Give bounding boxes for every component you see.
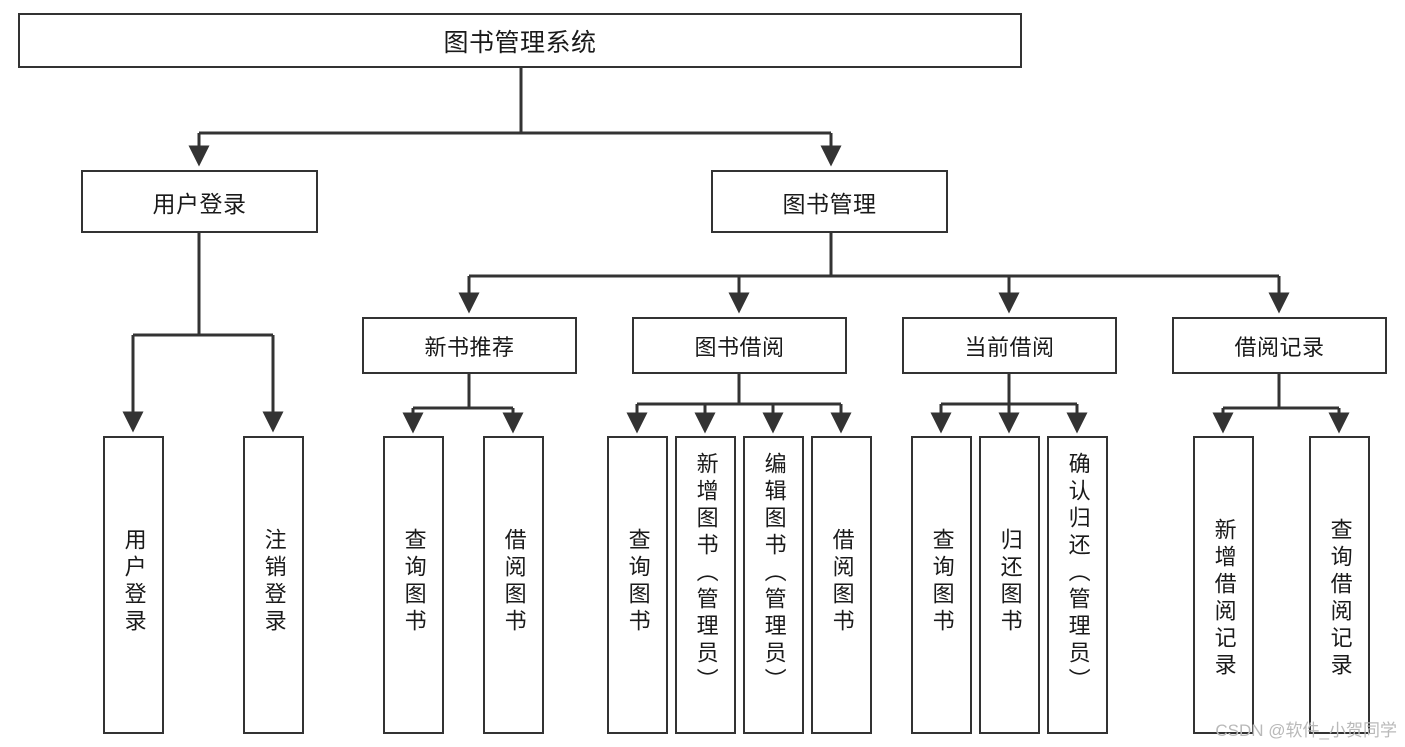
leaf-query-book-current[interactable]: 查询图书 (911, 436, 972, 734)
leaf-user-login[interactable]: 用户登录 (103, 436, 164, 734)
node-label: 借阅记录 (1234, 334, 1325, 360)
node-current-borrow[interactable]: 当前借阅 (902, 317, 1117, 374)
node-book-borrow[interactable]: 图书借阅 (632, 317, 847, 374)
node-label: 新增借阅记录 (1211, 518, 1237, 680)
leaf-logout-login[interactable]: 注销登录 (243, 436, 304, 734)
node-label: 新增图书（管理员） (693, 452, 719, 695)
node-new-book-recommend[interactable]: 新书推荐 (362, 317, 577, 374)
node-label: 图书管理系统 (443, 28, 597, 57)
node-label: 用户登录 (121, 528, 147, 636)
node-label: 归还图书 (997, 528, 1023, 636)
leaf-query-book-borrow[interactable]: 查询图书 (607, 436, 668, 734)
node-label: 当前借阅 (964, 334, 1055, 360)
node-label: 查询图书 (625, 528, 651, 636)
leaf-borrow-book[interactable]: 借阅图书 (811, 436, 872, 734)
node-label: 新书推荐 (424, 334, 515, 360)
node-book-management-system[interactable]: 图书管理系统 (18, 13, 1022, 68)
node-label: 查询图书 (929, 528, 955, 636)
node-label: 图书借阅 (694, 334, 785, 360)
leaf-query-borrow-record[interactable]: 查询借阅记录 (1309, 436, 1370, 734)
leaf-return-book[interactable]: 归还图书 (979, 436, 1040, 734)
node-label: 查询借阅记录 (1327, 518, 1353, 680)
node-borrow-record[interactable]: 借阅记录 (1172, 317, 1387, 374)
node-user-login[interactable]: 用户登录 (81, 170, 318, 233)
node-label: 注销登录 (261, 528, 287, 636)
leaf-confirm-return-admin[interactable]: 确认归还（管理员） (1047, 436, 1108, 734)
leaf-add-borrow-record[interactable]: 新增借阅记录 (1193, 436, 1254, 734)
leaf-borrow-book-recommend[interactable]: 借阅图书 (483, 436, 544, 734)
leaf-add-book-admin[interactable]: 新增图书（管理员） (675, 436, 736, 734)
node-label: 借阅图书 (501, 528, 527, 636)
node-label: 借阅图书 (829, 528, 855, 636)
leaf-query-book-recommend[interactable]: 查询图书 (383, 436, 444, 734)
node-label: 图书管理 (782, 190, 877, 217)
node-label: 确认归还（管理员） (1065, 452, 1091, 695)
node-label: 编辑图书（管理员） (761, 452, 787, 695)
leaf-edit-book-admin[interactable]: 编辑图书（管理员） (743, 436, 804, 734)
node-book-manage[interactable]: 图书管理 (711, 170, 948, 233)
node-label: 用户登录 (152, 190, 247, 217)
node-label: 查询图书 (401, 528, 427, 636)
